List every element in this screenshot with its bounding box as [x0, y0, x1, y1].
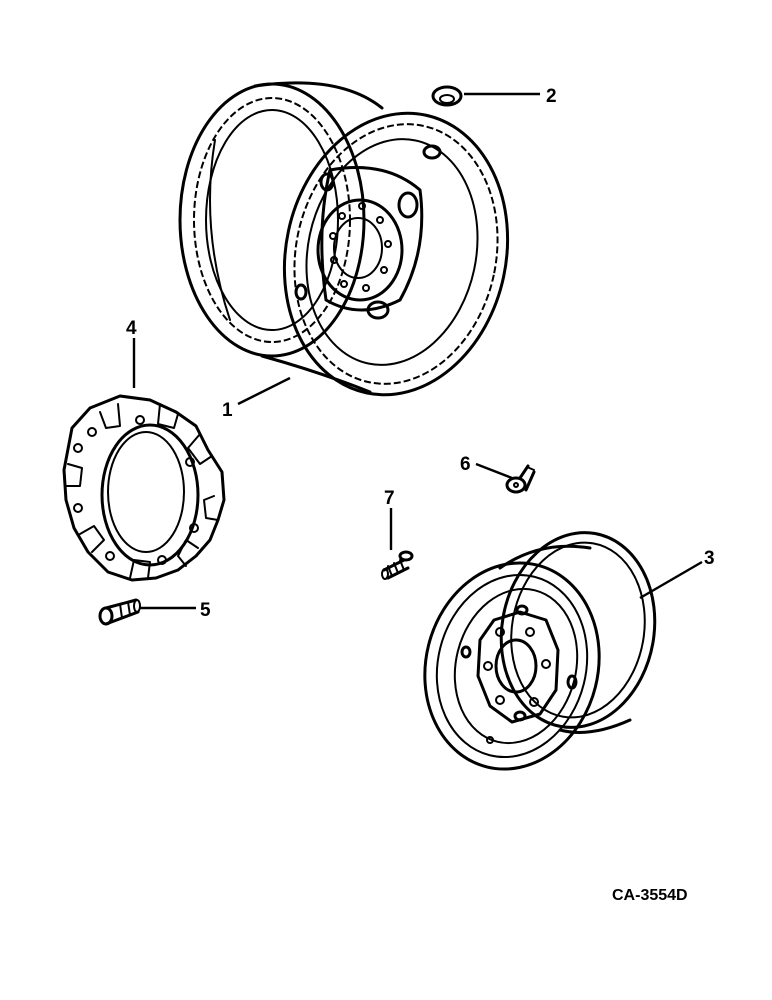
callout-6: 6 [460, 454, 471, 475]
part-3-small-wheel-rim [423, 531, 657, 771]
callout-2: 2 [546, 86, 557, 107]
part-5-bolt [98, 598, 141, 626]
callouts: 1 2 3 4 5 6 7 [126, 86, 715, 621]
leader-line-6 [475, 462, 513, 480]
leader-line-1 [237, 376, 291, 406]
callout-5: 5 [200, 600, 211, 621]
part-2-cap [431, 85, 463, 107]
leader-line-3 [639, 560, 703, 600]
part-6-bolt [505, 464, 536, 494]
part-1-large-wheel-rim [178, 81, 510, 397]
callout-4: 4 [126, 318, 137, 339]
part-4-wheel-weight [62, 394, 226, 582]
callout-3: 3 [704, 548, 715, 569]
part-7-stud [381, 550, 414, 580]
callout-1: 1 [222, 400, 233, 421]
drawing-number: CA-3554D [612, 887, 688, 904]
leader-lines [132, 92, 703, 610]
callout-7: 7 [384, 488, 395, 509]
